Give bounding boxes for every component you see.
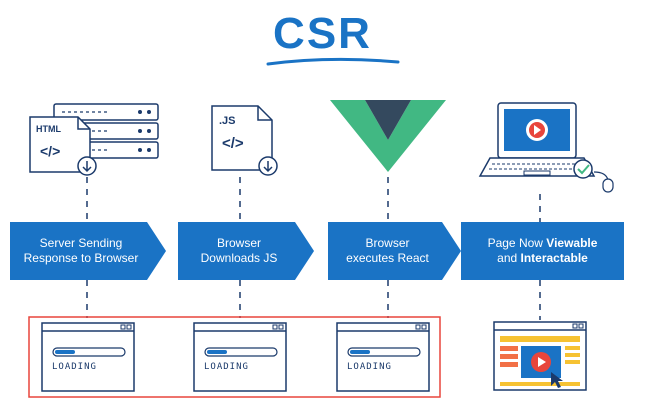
html-doc-label: HTML — [36, 124, 61, 134]
step-arrow-3 — [328, 222, 461, 280]
step-arrows — [10, 222, 624, 280]
title-underline — [266, 57, 400, 66]
rendered-page-window-icon — [493, 321, 587, 391]
step-arrow-1 — [10, 222, 166, 280]
laptop-play-icon — [478, 102, 614, 193]
cursor-icon — [551, 372, 563, 388]
step-arrow-2 — [178, 222, 314, 280]
loading-group-frame — [28, 316, 441, 398]
vue-logo-icon — [330, 100, 446, 172]
loading-window: LOADING — [193, 322, 287, 392]
server-html-icon: HTML </> — [29, 103, 159, 176]
js-document-icon: .JS </> — [211, 105, 273, 171]
loading-label: LOADING — [204, 362, 249, 372]
html-doc-code: </> — [40, 143, 60, 159]
loading-label: LOADING — [52, 362, 97, 372]
download-badge-icon-2 — [258, 156, 278, 176]
js-doc-code: </> — [222, 135, 244, 152]
loading-window: LOADING — [336, 322, 430, 392]
loading-label: LOADING — [347, 362, 392, 372]
page-title: CSR — [273, 9, 372, 58]
html-document-icon: HTML </> — [29, 116, 91, 173]
js-doc-label: .JS — [219, 115, 236, 127]
download-badge-icon — [77, 156, 97, 176]
connectors — [86, 177, 541, 320]
loading-window: LOADING — [41, 322, 135, 392]
step-box-4 — [461, 222, 624, 280]
